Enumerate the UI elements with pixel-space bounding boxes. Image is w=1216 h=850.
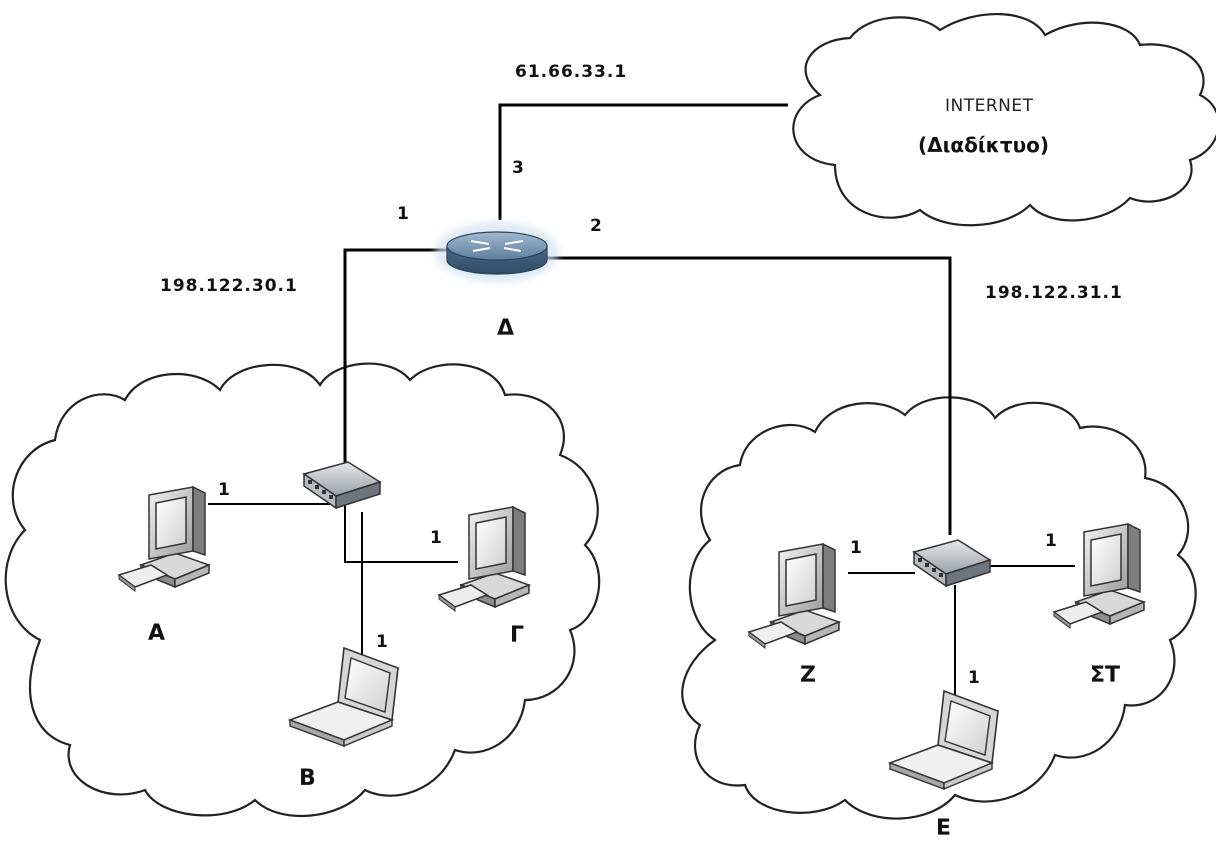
device-z-label: Ζ: [800, 663, 816, 688]
link-router-left-switch: [343, 248, 455, 470]
router-name-label: Δ: [497, 316, 515, 341]
port-b-label: 1: [376, 632, 388, 652]
link-switch-g: [344, 490, 458, 563]
internet-cloud: [792, 13, 1216, 227]
router-port-1-label: 1: [397, 204, 409, 224]
lan2-ip-label: 198.122.31.1: [985, 283, 1123, 303]
device-a-label: Α: [148, 621, 166, 646]
wan-ip-label: 61.66.33.1: [515, 62, 628, 82]
device-g-label: Γ: [510, 623, 525, 648]
port-a-label: 1: [218, 480, 230, 500]
left-lan-cloud: [4, 362, 601, 818]
device-b-label: Β: [299, 766, 316, 791]
port-st-label: 1: [1045, 531, 1057, 551]
network-links: [208, 103, 1075, 720]
router-port-3-label: 3: [512, 158, 524, 178]
router-port-2-label: 2: [590, 216, 602, 236]
right-lan-cloud: [681, 396, 1197, 820]
port-e-label: 1: [968, 668, 980, 688]
port-z-label: 1: [850, 538, 862, 558]
internet-subtitle: (Διαδίκτυο): [918, 133, 1050, 157]
device-st-label: ΣΤ: [1090, 663, 1121, 688]
link-router-right-switch: [545, 256, 952, 535]
lan1-ip-label: 198.122.30.1: [160, 276, 298, 296]
link-router-internet: [498, 103, 788, 220]
device-e-label: Ε: [936, 816, 952, 841]
port-g-label: 1: [430, 528, 442, 548]
router-icon: [435, 222, 559, 282]
internet-title: INTERNET: [945, 96, 1034, 116]
